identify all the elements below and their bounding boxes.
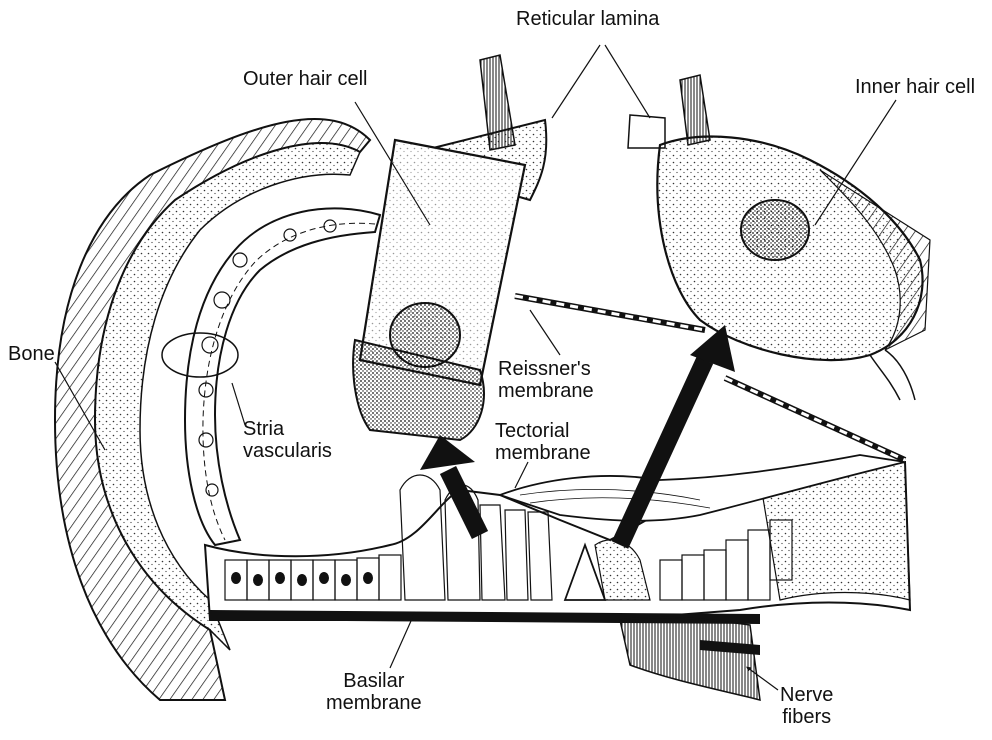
- nerve-fibers-region: [620, 618, 760, 700]
- label-nerve-fibers: Nerve fibers: [780, 684, 833, 728]
- label-outer-hair-cell: Outer hair cell: [243, 68, 368, 90]
- label-tectorial-membrane: Tectorial membrane: [495, 420, 591, 464]
- label-bone: Bone: [8, 343, 55, 365]
- label-reissners-membrane: Reissner's membrane: [498, 358, 594, 402]
- label-inner-hair-cell: Inner hair cell: [855, 76, 975, 98]
- label-reticular-lamina: Reticular lamina: [516, 8, 659, 30]
- label-stria-vascularis: Stria vascularis: [243, 418, 332, 462]
- inner-hair-cell-drawing: [628, 75, 930, 400]
- label-basilar-membrane: Basilar membrane: [326, 670, 422, 714]
- stria-vascularis-band: [162, 208, 380, 545]
